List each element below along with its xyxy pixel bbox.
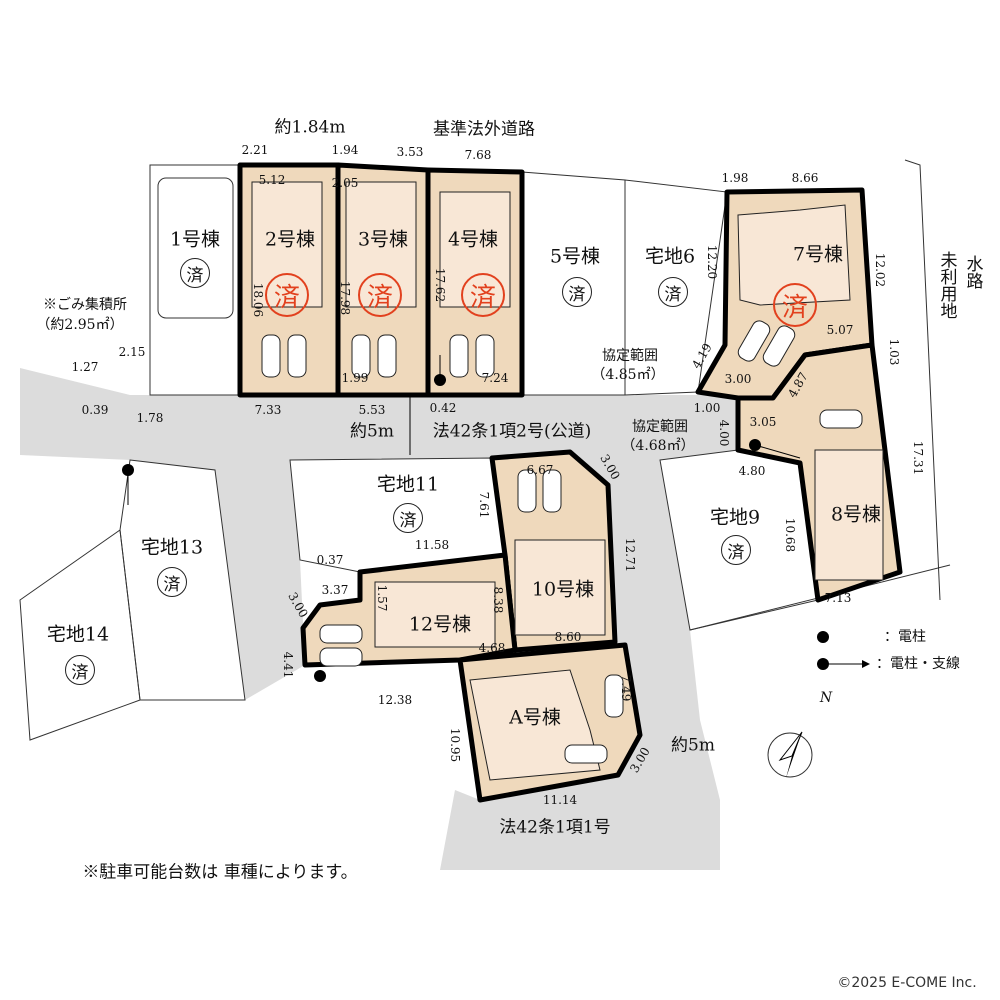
label-approx-5m-bottom: 約5m — [671, 735, 715, 756]
dim: 7.61 — [477, 491, 491, 519]
dim: 11.14 — [542, 793, 578, 807]
lot-label-9: 宅地9 — [709, 506, 761, 529]
lot-label-10: 10号棟 — [531, 578, 595, 601]
dim: 8.60 — [554, 630, 582, 644]
north-label: N — [819, 690, 833, 706]
label-garbage: ※ごみ集積所 — [43, 297, 127, 313]
sold-mark: 済 — [658, 277, 688, 307]
label-approx-1-84m: 約1.84m — [274, 117, 346, 138]
lot-label-2: 2号棟 — [264, 228, 316, 251]
lot-label-A: A号棟 — [509, 706, 561, 729]
label-agreement-1-area: （4.85㎡） — [591, 367, 665, 383]
dim: 3.05 — [749, 415, 777, 429]
legend-pole-wire: ：電柱・支線 — [876, 656, 960, 672]
dim: 17.62 — [433, 267, 447, 303]
car-icons — [261, 320, 863, 764]
dim: 17.31 — [911, 440, 925, 476]
dim: 17.98 — [338, 280, 352, 316]
dim: 7.24 — [481, 371, 509, 385]
sold-mark: 済 — [157, 567, 187, 597]
sold-mark: 済 — [562, 277, 592, 307]
dim: 2.15 — [118, 345, 146, 359]
dim: 11.58 — [414, 538, 450, 552]
dim: 0.39 — [81, 403, 109, 417]
label-approx-5m-top: 約5m — [350, 421, 394, 442]
dim: 7.68 — [464, 148, 492, 162]
dim: 4.80 — [738, 464, 766, 478]
sold-stamp: 済 — [461, 273, 505, 317]
label-waterway: 水路 — [962, 255, 983, 289]
dim: 12.02 — [873, 252, 887, 288]
dim: 1.27 — [71, 360, 99, 374]
dim: 7.49 — [619, 674, 633, 702]
dim: 8.66 — [791, 171, 819, 185]
label-agreement-1: 協定範囲 — [602, 348, 658, 364]
lot-label-6: 宅地6 — [644, 245, 696, 268]
dim: 12.38 — [377, 693, 413, 707]
sold-mark: 済 — [65, 655, 95, 685]
lot-label-3: 3号棟 — [357, 228, 409, 251]
lot-label-4: 4号棟 — [447, 228, 499, 251]
label-unused-land: 未利用地 — [936, 251, 957, 319]
dim: 7.33 — [254, 403, 282, 417]
dim: 18.06 — [251, 282, 265, 318]
sold-mark: 済 — [393, 503, 423, 533]
label-garbage-area: （約2.95㎡） — [36, 317, 124, 333]
dim: 5.53 — [358, 403, 386, 417]
dim: 5.12 — [258, 173, 286, 187]
dim: 3.37 — [321, 583, 349, 597]
lot-label-12: 12号棟 — [408, 613, 472, 636]
north-arrow-icon — [767, 731, 813, 778]
sold-mark: 済 — [180, 258, 210, 288]
dim: 2.05 — [331, 176, 359, 190]
dim: 4.68 — [478, 641, 506, 655]
dim: 8.38 — [491, 586, 505, 614]
legend-pole: ：電柱 — [884, 629, 926, 645]
dim: 0.37 — [316, 553, 344, 567]
dim: 0.42 — [429, 401, 457, 415]
label-road-bottom: 法42条1項1号 — [499, 817, 611, 838]
copyright: ©2025 E-COME Inc. — [837, 975, 977, 991]
lot-label-7: 7号棟 — [792, 243, 844, 266]
legend-pole-wire-icon — [817, 658, 829, 670]
dim: 1.78 — [136, 411, 164, 425]
dim: 2.21 — [241, 143, 269, 157]
dim: 5.07 — [826, 323, 854, 337]
dim: 12.20 — [705, 244, 719, 280]
dim: 1.98 — [721, 171, 749, 185]
dim: 1.00 — [693, 401, 721, 415]
dim: 1.03 — [887, 338, 901, 366]
houses — [251, 181, 884, 781]
lot-label-8: 8号棟 — [830, 503, 882, 526]
dim: 10.95 — [448, 727, 462, 763]
legend-pole-icon — [817, 631, 829, 643]
label-agreement-2: 協定範囲 — [632, 419, 688, 435]
dim: 1.94 — [331, 143, 359, 157]
sold-mark: 済 — [721, 535, 751, 565]
dim: 4.41 — [281, 651, 295, 679]
dim: 6.67 — [526, 463, 554, 477]
lot-label-13: 宅地13 — [140, 536, 204, 559]
dim: 3.00 — [724, 372, 752, 386]
dim: 10.68 — [783, 517, 797, 553]
label-outside-road: 基準法外道路 — [433, 119, 535, 140]
pole-markers — [122, 355, 870, 682]
dim: 12.71 — [623, 537, 637, 573]
sold-stamp: 済 — [773, 283, 817, 327]
label-agreement-2-area: （4.68㎡） — [621, 438, 695, 454]
dim: 3.53 — [396, 145, 424, 159]
dim: 4.00 — [717, 419, 731, 447]
lot-label-14: 宅地14 — [46, 623, 110, 646]
sold-stamp: 済 — [358, 273, 402, 317]
dim: 7.13 — [824, 591, 852, 605]
sold-stamp: 済 — [265, 273, 309, 317]
label-public-road: 法42条1項2号(公道) — [432, 421, 592, 442]
dim: 1.57 — [375, 584, 389, 612]
parking-note: ※駐車可能台数は 車種によります。 — [82, 862, 358, 883]
lot-label-5: 5号棟 — [549, 245, 601, 268]
lot-label-11: 宅地11 — [376, 473, 440, 496]
lot-label-1: 1号棟 — [169, 228, 221, 251]
dim: 1.99 — [341, 371, 369, 385]
